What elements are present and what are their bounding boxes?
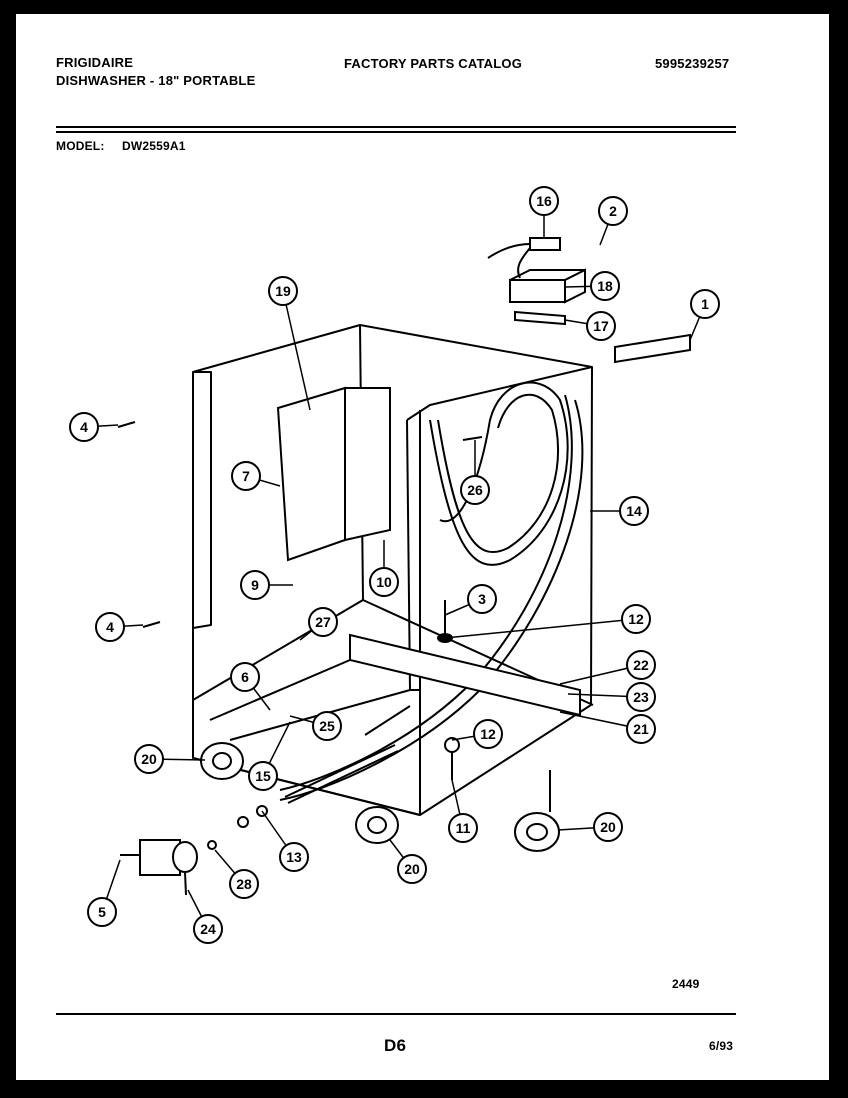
callout-circle [626,650,656,680]
callout-circle [626,714,656,744]
callout-leader [282,290,311,411]
callout-circle [467,584,497,614]
callout-circle [95,612,125,642]
caster-wheels [200,742,560,852]
callout-circle [621,604,651,634]
callout-circle [593,812,623,842]
page-code: D6 [384,1036,407,1055]
callout-leader [444,618,637,639]
callout-number: 20 [141,751,157,767]
callout-circle [248,761,278,791]
callout-circle [460,475,490,505]
callout-number: 21 [633,721,649,737]
base-rails [209,633,581,741]
callout-circle [240,570,270,600]
electrical-parts [487,237,691,364]
callout-number: 7 [242,468,250,484]
model-number: DW2559A1 [122,139,186,153]
callout-number: 11 [456,820,471,836]
catalog-number: 5995239257 [655,56,730,71]
callout-number: 5 [98,904,106,920]
callout-number: 6 [241,669,249,685]
callout-number: 10 [376,574,392,590]
header-rule-bottom [56,131,736,133]
callout-number: 18 [597,278,613,294]
brand-name: FRIGIDAIRE [56,55,134,70]
callout-circle [690,289,720,319]
callout-number: 16 [536,193,552,209]
callout-number: 15 [255,768,271,784]
callout-number: 27 [315,614,331,630]
footer-rule [56,1013,736,1015]
callout-circle [193,914,223,944]
callout-circle [229,869,259,899]
callout-number: 4 [106,619,114,635]
callout-number: 23 [633,689,649,705]
callout-circle [69,412,99,442]
callout-circle [279,842,309,872]
model-label: MODEL: [56,139,105,153]
callout-number: 9 [251,577,259,593]
product-title: DISHWASHER - 18" PORTABLE [56,73,256,88]
callout-circle [626,682,656,712]
control-panel [276,386,391,562]
callout-circle [448,813,478,843]
drawing-number: 2449 [672,977,700,991]
callout-circle [473,719,503,749]
callout-number: 14 [626,503,642,519]
callout-number: 20 [600,819,616,835]
callout-circle [230,662,260,692]
drain-hose [284,744,399,804]
callout-circle [87,897,117,927]
callout-circle [231,461,261,491]
revision-date: 6/93 [709,1039,734,1053]
callout-number: 1 [701,296,709,312]
callout-number: 2 [609,203,617,219]
callout-circle [529,186,559,216]
callout-circle [590,271,620,301]
callout-circle [369,567,399,597]
callout-number: 12 [480,726,496,742]
callout-number: 20 [404,861,420,877]
callout-circle [312,711,342,741]
callout-number: 3 [478,591,486,607]
catalog-title: FACTORY PARTS CATALOG [344,56,523,71]
callout-circle [308,607,338,637]
callout-number: 4 [80,419,88,435]
callout-circle [598,196,628,226]
callout-number: 12 [628,611,644,627]
callout-number: 17 [593,318,609,334]
callout-circle [619,496,649,526]
header-rule-top [56,126,736,128]
callout-number: 25 [319,718,335,734]
fasteners [117,421,483,780]
callout-number: 26 [467,482,483,498]
callout-circle [586,311,616,341]
callout-circle [134,744,164,774]
callout-number: 22 [633,657,649,673]
callout-circle [397,854,427,884]
callout-number: 19 [275,283,291,299]
callout-circle [268,276,298,306]
callout-number: 13 [286,849,302,865]
callout-number: 28 [236,876,252,892]
callout-number: 24 [200,921,216,937]
